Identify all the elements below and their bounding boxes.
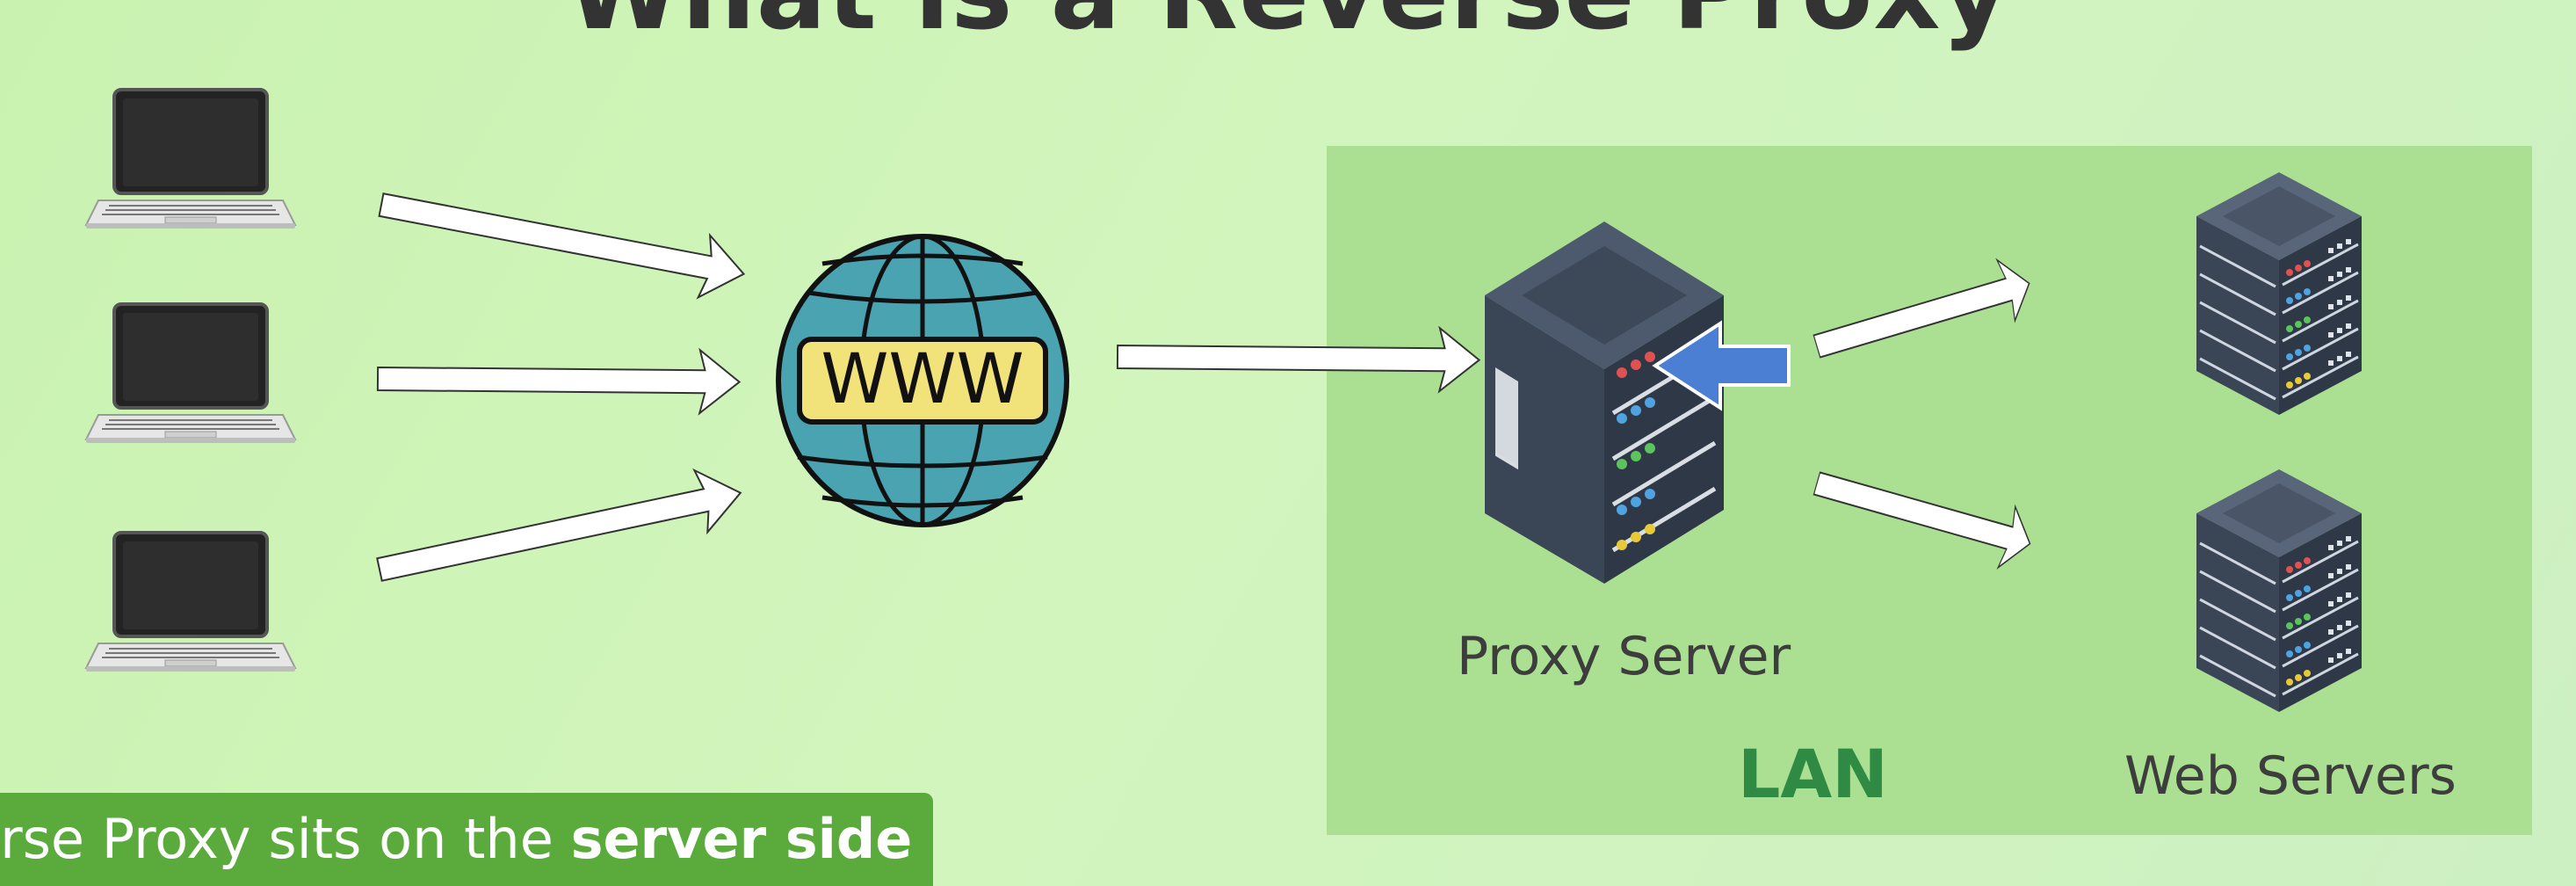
lan-label: LAN [1738,735,1888,813]
laptop-icon [84,88,297,230]
arrow-icon [376,346,741,415]
caption-text: erse Proxy sits on the [0,807,571,871]
proxy-server-icon [1485,222,1724,584]
laptop-icon [84,302,297,445]
server-rack-icon [2195,171,2363,417]
www-label: WWW [821,340,1024,419]
arrow-icon [374,172,751,307]
laptop-icon [84,531,297,673]
proxy-server-label: Proxy Server [1457,626,1791,687]
globe-icon: WWW [776,234,1069,527]
page-title: What is a Reverse Proxy [0,0,2576,53]
highlight-arrow-icon [1652,320,1791,411]
arrow-icon [1807,452,2040,576]
server-rack-icon [2195,468,2363,714]
arrow-icon [1806,251,2039,378]
caption-bold-text: server side [570,807,913,871]
arrow-icon [1116,324,1480,393]
web-servers-label: Web Servers [2124,745,2457,807]
arrow-icon [372,461,749,602]
caption-banner: erse Proxy sits on the server side [0,793,933,886]
